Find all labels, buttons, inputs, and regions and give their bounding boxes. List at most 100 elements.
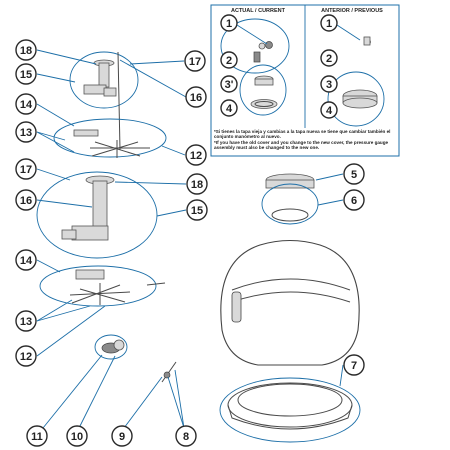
filter-tank bbox=[219, 173, 361, 443]
callout-label: 10 bbox=[71, 431, 83, 443]
callout-17b: 17 bbox=[15, 158, 37, 180]
inset-callout-label: 1 bbox=[226, 18, 232, 30]
laterals-group-ring bbox=[53, 118, 167, 158]
leader-12a bbox=[161, 145, 186, 156]
leader-13a bbox=[36, 131, 66, 141]
lateral-arm bbox=[79, 288, 126, 303]
actual-valve-part bbox=[253, 51, 261, 63]
callout-label: 9 bbox=[119, 431, 125, 443]
leader-15a bbox=[36, 73, 76, 83]
inset-title-previous: ANTERIOR / PREVIOUS bbox=[321, 8, 383, 14]
callout-label: 17 bbox=[20, 164, 32, 176]
previous-cover-bottom bbox=[342, 97, 378, 109]
spare-lateral bbox=[146, 282, 166, 286]
tank-seam-lower bbox=[231, 291, 351, 303]
leader-17a bbox=[129, 60, 185, 65]
callout-label: 16 bbox=[20, 195, 32, 207]
previous-gauge-body bbox=[363, 36, 371, 46]
tank-seam-upper bbox=[231, 278, 351, 291]
diffuser-tube bbox=[98, 62, 110, 88]
inset-callout-actual-1 bbox=[220, 14, 238, 32]
leader-14a bbox=[36, 103, 75, 127]
actual-gauge-ring bbox=[220, 18, 290, 74]
lower-collector-assembly bbox=[36, 171, 166, 307]
leader-lines bbox=[36, 49, 344, 429]
leader-16b bbox=[36, 199, 93, 208]
previous-parts bbox=[327, 24, 385, 127]
diffuser-elbow bbox=[71, 225, 109, 241]
leader-5 bbox=[315, 173, 344, 181]
inset-callout-label: 2 bbox=[226, 55, 232, 67]
callout-18b: 18 bbox=[186, 173, 208, 195]
callout-14b: 14 bbox=[15, 249, 37, 271]
diffuser-group-ring bbox=[69, 51, 139, 109]
laterals-hub bbox=[75, 269, 105, 280]
callout-12a: 12 bbox=[185, 144, 207, 166]
tank-body bbox=[220, 239, 360, 366]
callout-label: 18 bbox=[20, 45, 32, 57]
inset-callout-previous-4 bbox=[320, 101, 338, 119]
actual-cover-ring bbox=[239, 64, 287, 116]
callout-10: 10 bbox=[66, 425, 88, 447]
callout-17a: 17 bbox=[184, 50, 206, 72]
inset-callout-actual-4 bbox=[220, 99, 238, 117]
air-tube bbox=[117, 51, 121, 151]
inset-leader bbox=[236, 24, 268, 45]
tank-base-inner bbox=[237, 383, 343, 417]
diffuser-tube bbox=[92, 180, 108, 228]
callout-15a: 15 bbox=[15, 63, 37, 85]
inset-callout-previous-2 bbox=[320, 49, 338, 67]
callout-16b: 16 bbox=[15, 189, 37, 211]
callout-label: 14 bbox=[20, 99, 33, 111]
actual-parts bbox=[220, 18, 290, 116]
inset-callout-label: 3 bbox=[326, 79, 332, 91]
leader-8-2 bbox=[174, 369, 185, 429]
cover-group-ring bbox=[261, 183, 319, 225]
tank-port bbox=[231, 291, 242, 323]
leader-7 bbox=[339, 364, 344, 387]
callout-label: 13 bbox=[20, 127, 32, 139]
callout-label: 14 bbox=[20, 255, 33, 267]
callout-label: 8 bbox=[183, 431, 189, 443]
leader-12b bbox=[36, 305, 106, 357]
callout-18a: 18 bbox=[15, 39, 37, 61]
leader-17b bbox=[36, 168, 71, 181]
valve-stem bbox=[161, 361, 177, 383]
callout-label: 15 bbox=[191, 205, 203, 217]
inset-callout-label: 2 bbox=[326, 53, 332, 65]
callout-label: 17 bbox=[189, 56, 201, 68]
callout-8: 8 bbox=[175, 425, 197, 447]
diffuser-elbow bbox=[83, 84, 107, 95]
tank-base bbox=[227, 382, 353, 428]
callout-15b: 15 bbox=[186, 199, 208, 221]
drain-group-ring bbox=[94, 334, 128, 360]
leader-10 bbox=[78, 355, 116, 429]
inset-previous-callouts: 1 2 3 4 bbox=[320, 14, 338, 119]
lateral-arm bbox=[71, 284, 121, 304]
callout-9: 9 bbox=[111, 425, 133, 447]
leader-11 bbox=[42, 354, 103, 429]
leader-18a bbox=[36, 49, 97, 65]
leader-13b-2 bbox=[36, 305, 91, 322]
actual-gauge-part bbox=[265, 41, 273, 49]
leader-13a-2 bbox=[36, 131, 75, 153]
callout-label: 15 bbox=[20, 69, 32, 81]
actual-cover-body bbox=[254, 78, 274, 86]
inset-note-es: *Si tienes la tapa vieja y cambias a la … bbox=[214, 129, 391, 140]
previous-leader-1 bbox=[336, 24, 361, 41]
base-group-ring bbox=[219, 377, 361, 443]
leader-13b bbox=[36, 299, 73, 322]
callout-label: 7 bbox=[351, 360, 357, 372]
inset-actual-callouts: 1 2 3' 4 bbox=[220, 14, 268, 117]
inset-callout-actual-3 bbox=[220, 75, 238, 93]
actual-oring-inner bbox=[254, 101, 274, 107]
diffuser-group-ring bbox=[36, 171, 158, 259]
callout-13b: 13 bbox=[15, 310, 37, 332]
leader-8 bbox=[167, 376, 185, 429]
callout-label: 11 bbox=[31, 431, 43, 443]
inset-callout-actual-2 bbox=[220, 51, 238, 69]
actual-gauge-part bbox=[258, 42, 266, 50]
inset-callout-previous-3 bbox=[320, 75, 338, 93]
